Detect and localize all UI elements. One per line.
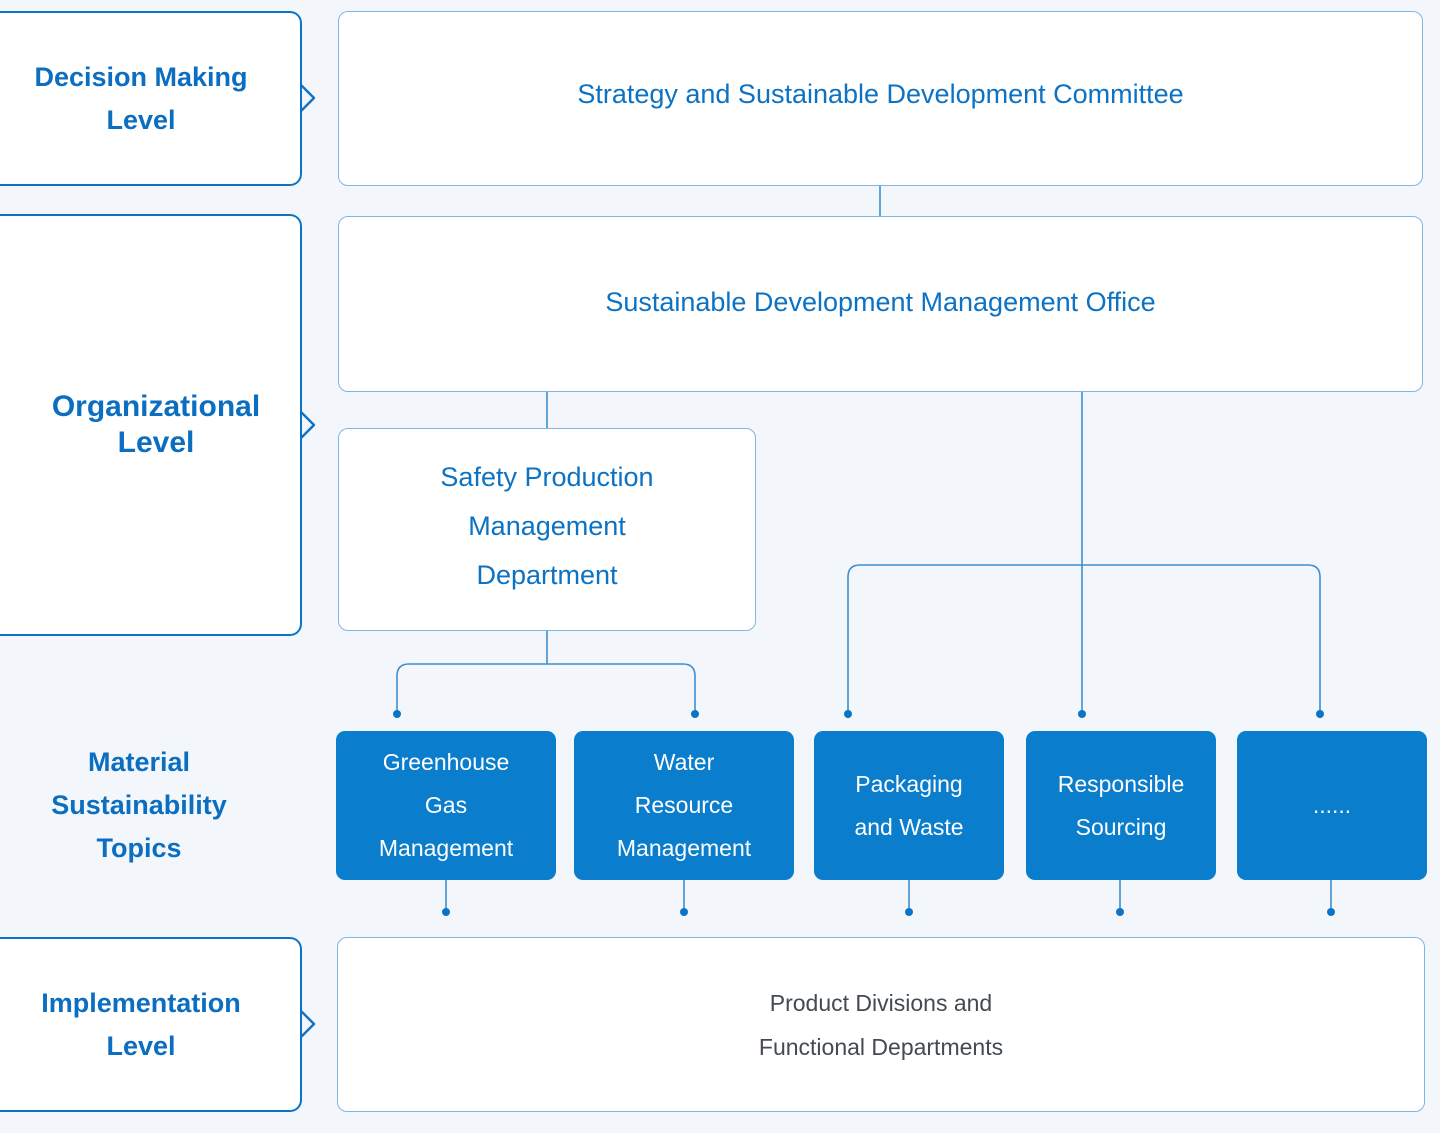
topic-packaging-waste: Packaging and Waste xyxy=(814,731,1004,880)
material-line-3: Topics xyxy=(96,832,182,863)
topic-line: Management xyxy=(616,835,752,861)
topic-line: ...... xyxy=(1312,792,1352,818)
implementation-box: Product Divisions and Functional Departm… xyxy=(337,937,1425,1112)
material-topics-label: Material Sustainability Topics xyxy=(0,730,278,880)
safety-department-box: Safety Production Management Department xyxy=(338,428,756,631)
topic-more: ...... xyxy=(1237,731,1427,880)
decision-level-line-1: Decision Making xyxy=(34,61,248,92)
committee-label: Strategy and Sustainable Development Com… xyxy=(577,79,1184,109)
organizational-level-line-2: Level xyxy=(117,426,195,459)
organizational-level-label: Organizational Level xyxy=(0,214,312,636)
implementation-level-label: Implementation Level xyxy=(0,937,282,1112)
implementation-level-line-1: Implementation xyxy=(41,987,241,1018)
topic-water-resource: Water Resource Management xyxy=(574,731,794,880)
material-line-1: Material xyxy=(87,746,191,777)
topic-greenhouse-gas: Greenhouse Gas Management xyxy=(336,731,556,880)
topic-line: Gas xyxy=(424,792,468,818)
implementation-line-2: Functional Departments xyxy=(758,1033,1004,1060)
office-label: Sustainable Development Management Offic… xyxy=(605,286,1156,317)
topic-line: Greenhouse xyxy=(382,749,510,775)
implementation-level-panel xyxy=(0,937,302,1112)
safety-line-3: Department xyxy=(476,560,618,590)
organizational-level-line-1: Organizational xyxy=(51,390,261,423)
topic-line: Responsible xyxy=(1057,770,1185,797)
organizational-level-panel xyxy=(0,214,302,636)
office-box: Sustainable Development Management Offic… xyxy=(338,216,1423,392)
decision-level-line-2: Level xyxy=(106,104,176,135)
topic-line: and Waste xyxy=(854,813,964,840)
committee-box: Strategy and Sustainable Development Com… xyxy=(338,11,1423,186)
decision-level-panel xyxy=(0,11,302,186)
topic-line: Sourcing xyxy=(1075,813,1167,840)
implementation-line-1: Product Divisions and xyxy=(769,989,993,1016)
topic-line: Resource xyxy=(634,792,734,818)
topic-line: Packaging xyxy=(855,770,963,797)
topic-line: Water xyxy=(653,749,715,775)
topic-line: Management xyxy=(378,835,514,861)
material-line-2: Sustainability xyxy=(51,789,227,820)
topic-responsible-sourcing: Responsible Sourcing xyxy=(1026,731,1216,880)
safety-line-2: Management xyxy=(468,511,626,541)
implementation-level-line-2: Level xyxy=(106,1030,176,1061)
decision-level-label: Decision Making Level xyxy=(0,11,282,186)
safety-line-1: Safety Production xyxy=(440,462,654,492)
